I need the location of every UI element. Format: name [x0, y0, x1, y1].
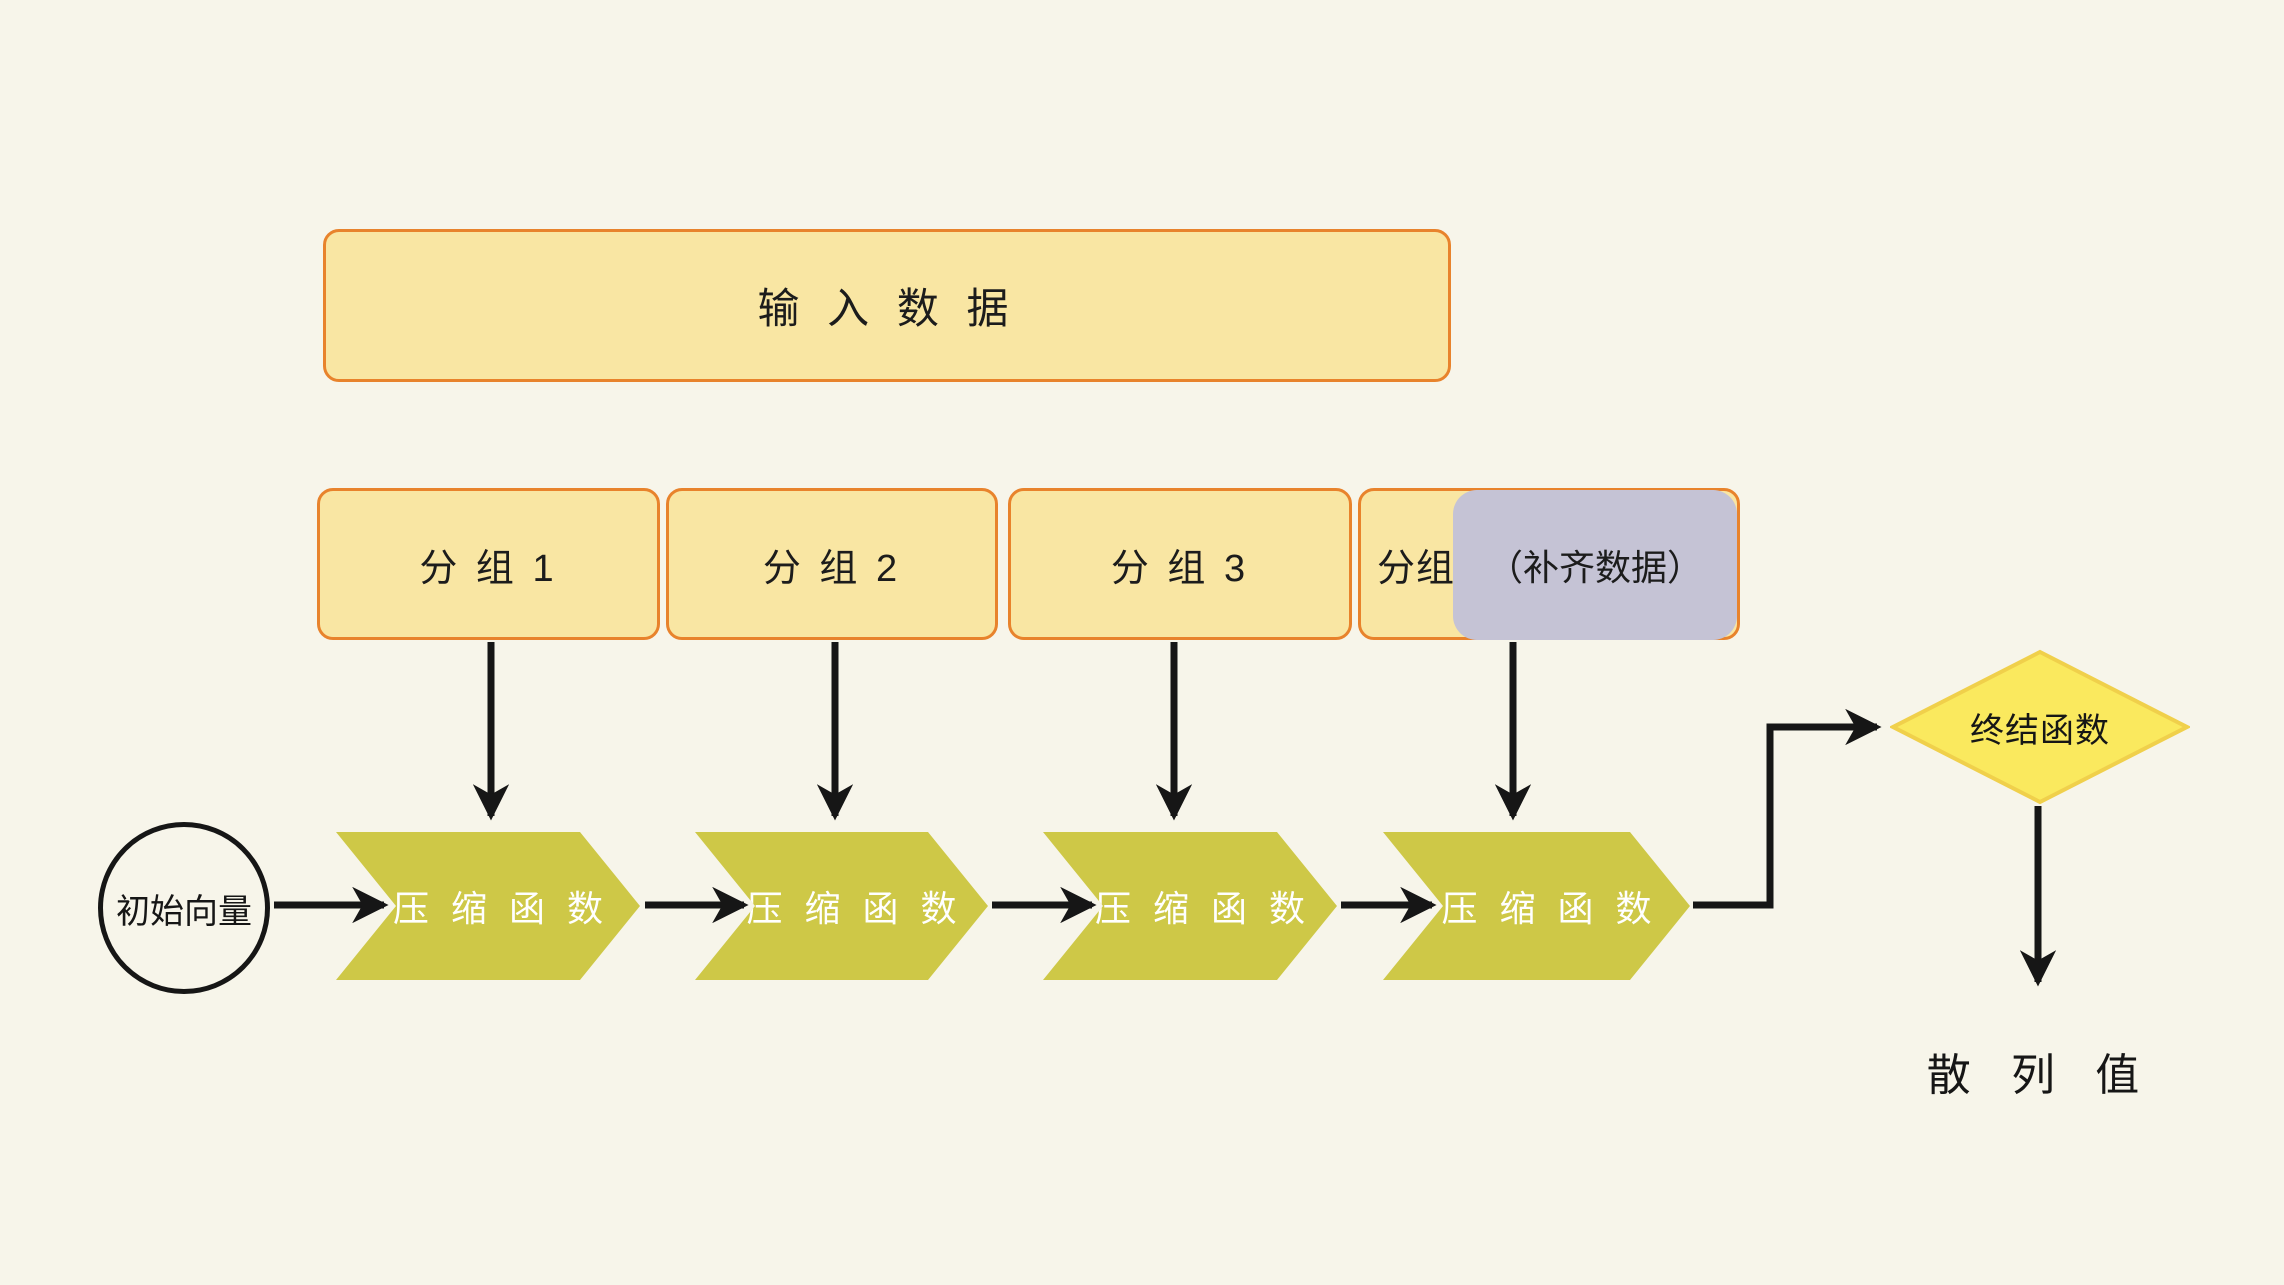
compression-function-3-node: 压 缩 函 数 [1043, 832, 1337, 980]
compression-function-2-label: 压 缩 函 数 [746, 888, 963, 929]
input-data-node: 输 入 数 据 [323, 229, 1451, 382]
initial-vector-label: 初始向量 [116, 892, 252, 931]
padding-data-node: （补齐数据） [1453, 490, 1737, 640]
diamond-shape [1890, 649, 2190, 805]
group-2-node: 分 组 2 [666, 488, 998, 640]
compression-function-1-label: 压 缩 函 数 [392, 888, 609, 929]
padding-data-label: （补齐数据） [1486, 547, 1703, 588]
initial-vector-node: 初始向量 [98, 822, 270, 994]
compression-function-3-label: 压 缩 函 数 [1094, 888, 1311, 929]
group-3-node: 分 组 3 [1008, 488, 1352, 640]
input-data-label: 输 入 数 据 [757, 285, 1017, 332]
compression-function-2-node: 压 缩 函 数 [695, 832, 988, 980]
final-function-label: 终结函数 [1970, 711, 2110, 750]
group-1-node: 分 组 1 [317, 488, 660, 640]
group-2-label: 分 组 2 [762, 547, 902, 590]
hash-value-label: 散 列 值 [1926, 1051, 2154, 1100]
group-1-label: 分 组 1 [419, 547, 558, 590]
compression-function-4-node: 压 缩 函 数 [1383, 832, 1690, 980]
compression-function-4-label: 压 缩 函 数 [1441, 888, 1658, 929]
final-function-node: 终结函数 [1890, 649, 2190, 805]
compression-function-1-node: 压 缩 函 数 [336, 832, 640, 980]
diamond-polygon [1890, 649, 2190, 805]
arrow-cf4-to-final [1693, 708, 1882, 909]
group-3-label: 分 组 3 [1110, 547, 1250, 590]
